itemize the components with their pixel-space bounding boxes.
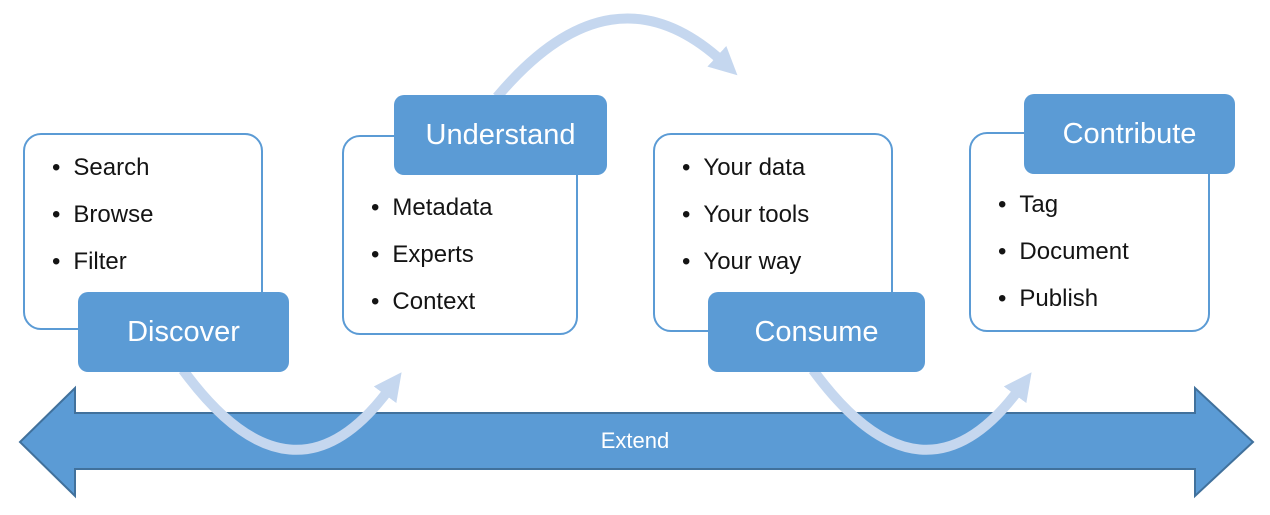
stage-item-label: Your way xyxy=(703,248,802,275)
list-item: • Experts xyxy=(344,231,576,278)
stage-item-label: Context xyxy=(392,288,476,315)
stage-item-label: Experts xyxy=(392,241,474,268)
list-item: • Search xyxy=(25,144,261,191)
stage-item-label: Tag xyxy=(1019,191,1059,218)
curved-arrow-discover-to-understand xyxy=(178,367,402,455)
list-item: • Metadata xyxy=(344,184,576,231)
stage-item-label: Browse xyxy=(73,201,154,228)
list-item: • Document xyxy=(971,228,1208,275)
bullet-icon: • xyxy=(998,285,1007,312)
list-item: • Context xyxy=(344,278,576,325)
curved-arrow-understand-to-consume xyxy=(493,13,738,101)
curved-arrow-consume-to-contribute xyxy=(808,367,1032,455)
bullet-icon: • xyxy=(682,154,691,181)
stage-understand-badge: Understand xyxy=(394,95,607,175)
stage-item-label: Metadata xyxy=(392,194,493,221)
stage-item-label: Filter xyxy=(73,248,127,275)
list-item: • Publish xyxy=(971,275,1208,322)
extend-double-arrow xyxy=(18,385,1255,499)
stage-item-label: Document xyxy=(1019,238,1129,265)
stage-contribute-badge: Contribute xyxy=(1024,94,1235,174)
list-item: • Your data xyxy=(655,144,891,191)
bullet-icon: • xyxy=(998,191,1007,218)
bullet-icon: • xyxy=(682,248,691,275)
list-item: • Your tools xyxy=(655,191,891,238)
extend-arrow-label: Extend xyxy=(600,428,670,453)
bullet-icon: • xyxy=(371,288,380,315)
stage-item-label: Publish xyxy=(1019,285,1099,312)
bullet-icon: • xyxy=(371,194,380,221)
stage-discover-badge: Discover xyxy=(78,292,289,372)
list-item: • Filter xyxy=(25,238,261,285)
bullet-icon: • xyxy=(52,248,61,275)
list-item: • Your way xyxy=(655,238,891,285)
list-item: • Tag xyxy=(971,181,1208,228)
stage-consume-badge: Consume xyxy=(708,292,925,372)
bullet-icon: • xyxy=(371,241,380,268)
list-item: • Browse xyxy=(25,191,261,238)
bullet-icon: • xyxy=(682,201,691,228)
stage-item-label: Search xyxy=(73,154,150,181)
stage-item-label: Your tools xyxy=(703,201,810,228)
bullet-icon: • xyxy=(52,154,61,181)
bullet-icon: • xyxy=(52,201,61,228)
bullet-icon: • xyxy=(998,238,1007,265)
stage-item-label: Your data xyxy=(703,154,806,181)
